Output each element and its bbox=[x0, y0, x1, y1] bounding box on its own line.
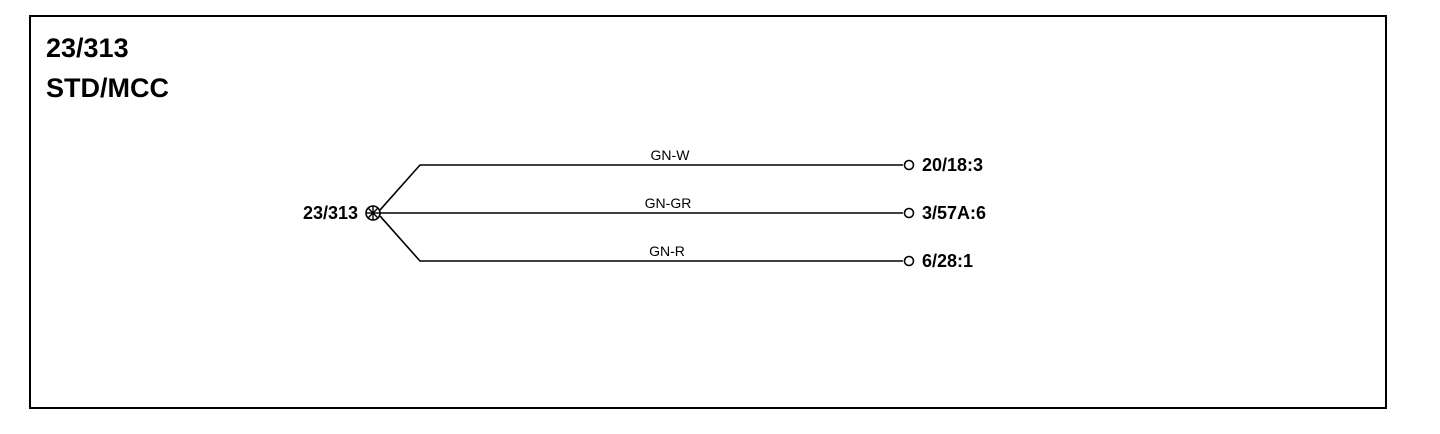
terminal-connector-icon bbox=[903, 255, 915, 267]
wire-gn-w: GN-W 20/18:3 bbox=[379, 147, 983, 211]
wire-gn-gr: GN-GR 3/57A:6 bbox=[380, 195, 986, 223]
diagram-variant: STD/MCC bbox=[46, 73, 169, 103]
terminal-connector-icon bbox=[903, 207, 915, 219]
wire-color-label: GN-W bbox=[651, 147, 691, 163]
diagram-frame bbox=[29, 15, 1387, 409]
terminal-label: 6/28:1 bbox=[922, 251, 973, 271]
splice-point-icon bbox=[365, 205, 381, 221]
wire-color-label: GN-GR bbox=[645, 195, 692, 211]
wire-gn-r: GN-R 6/28:1 bbox=[379, 215, 973, 271]
terminal-label: 20/18:3 bbox=[922, 155, 983, 175]
splice-label: 23/313 bbox=[303, 203, 358, 223]
wire-color-label: GN-R bbox=[649, 243, 685, 259]
terminal-connector-icon bbox=[903, 159, 915, 171]
diagram-code: 23/313 bbox=[46, 33, 129, 63]
terminal-label: 3/57A:6 bbox=[922, 203, 986, 223]
